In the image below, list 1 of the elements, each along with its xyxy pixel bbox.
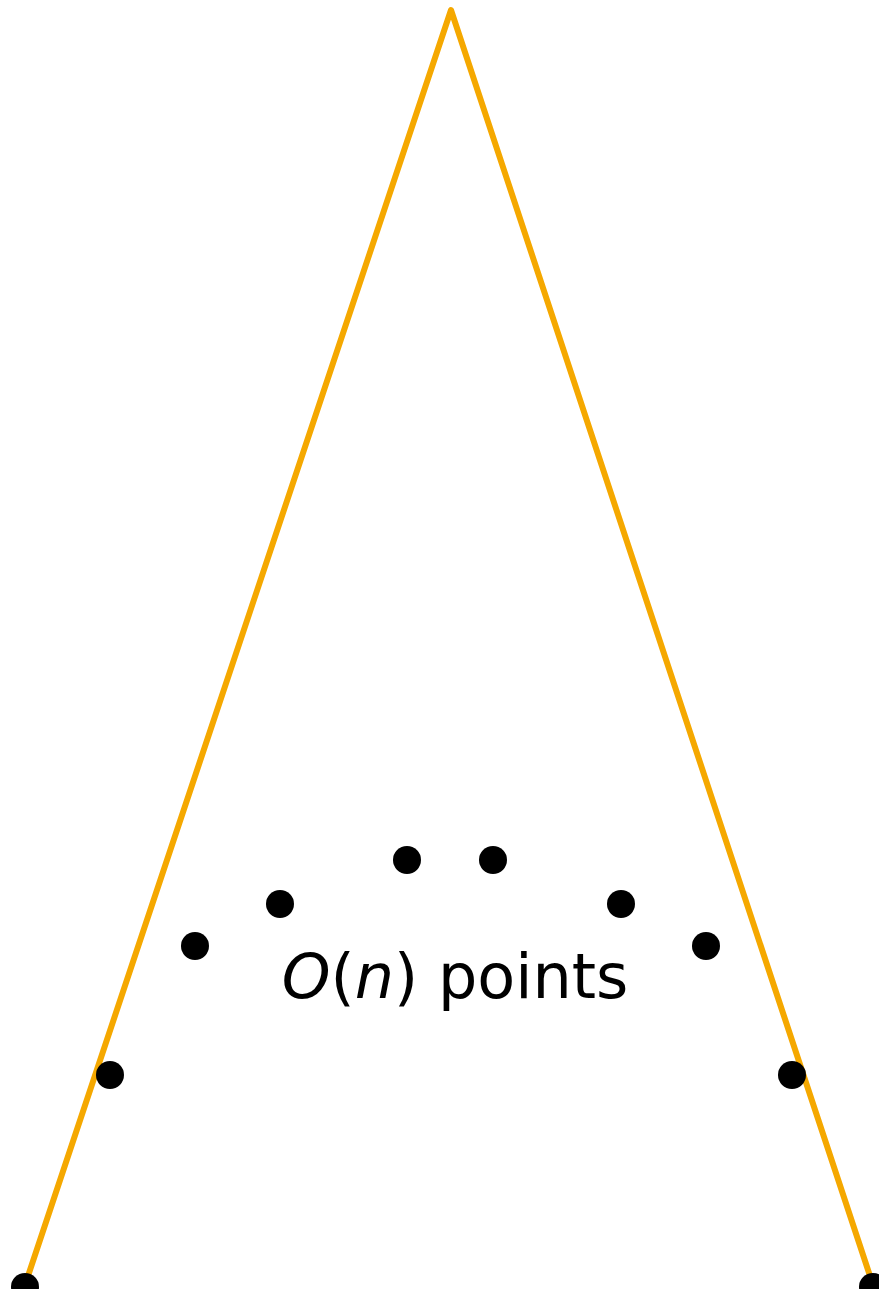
point-count-label: O(n) points bbox=[280, 940, 630, 1015]
